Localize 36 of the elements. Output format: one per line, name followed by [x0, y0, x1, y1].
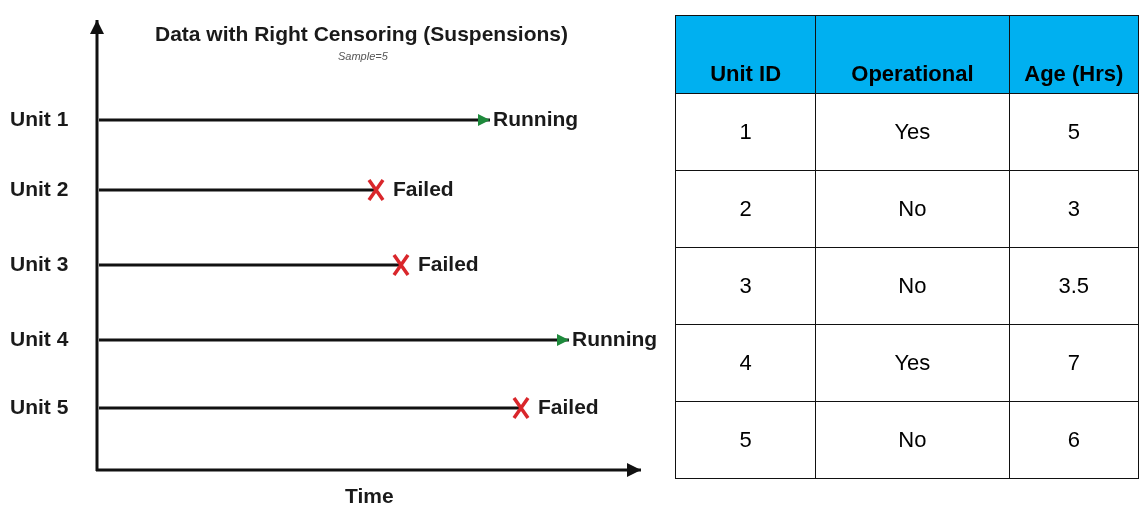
table-cell: 5 [675, 401, 816, 479]
status-label: Failed [393, 177, 454, 201]
sample-note: Sample=5 [338, 50, 388, 62]
table-cell: 6 [1009, 401, 1139, 479]
failure-line [99, 396, 530, 420]
table-cell: 5 [1009, 93, 1139, 171]
header-cell: Age (Hrs) [1009, 15, 1139, 94]
status-label: Failed [418, 252, 479, 276]
table-cell: No [815, 401, 1010, 479]
table-cell: 3.5 [1009, 247, 1139, 325]
axis-label: Time [345, 484, 394, 508]
header-cell: Operational [815, 15, 1010, 94]
status-label: Failed [538, 395, 599, 419]
chart-title: Data with Right Censoring (Suspensions) [155, 22, 569, 46]
timeline-arrow [99, 114, 490, 126]
table-cell: 3 [675, 247, 816, 325]
unit-label: Unit 3 [10, 252, 69, 276]
header-cell: Unit ID [675, 15, 816, 94]
table-cell: 2 [675, 170, 816, 248]
table-cell: 7 [1009, 324, 1139, 402]
table-cell: No [815, 247, 1010, 325]
table-cell: Yes [815, 93, 1010, 171]
table-cell: 3 [1009, 170, 1139, 248]
table-cell: 4 [675, 324, 816, 402]
unit-label: Unit 1 [10, 107, 69, 131]
status-label: Running [493, 107, 579, 131]
table-cell: No [815, 170, 1010, 248]
unit-label: Unit 2 [10, 177, 69, 201]
unit-label: Unit 5 [10, 395, 69, 419]
failure-line [99, 253, 410, 277]
timeline-arrow [99, 334, 569, 346]
failure-line [99, 178, 385, 202]
table-cell: Yes [815, 324, 1010, 402]
unit-label: Unit 4 [10, 327, 69, 351]
table-cell: 1 [675, 93, 816, 171]
status-label: Running [572, 327, 658, 351]
